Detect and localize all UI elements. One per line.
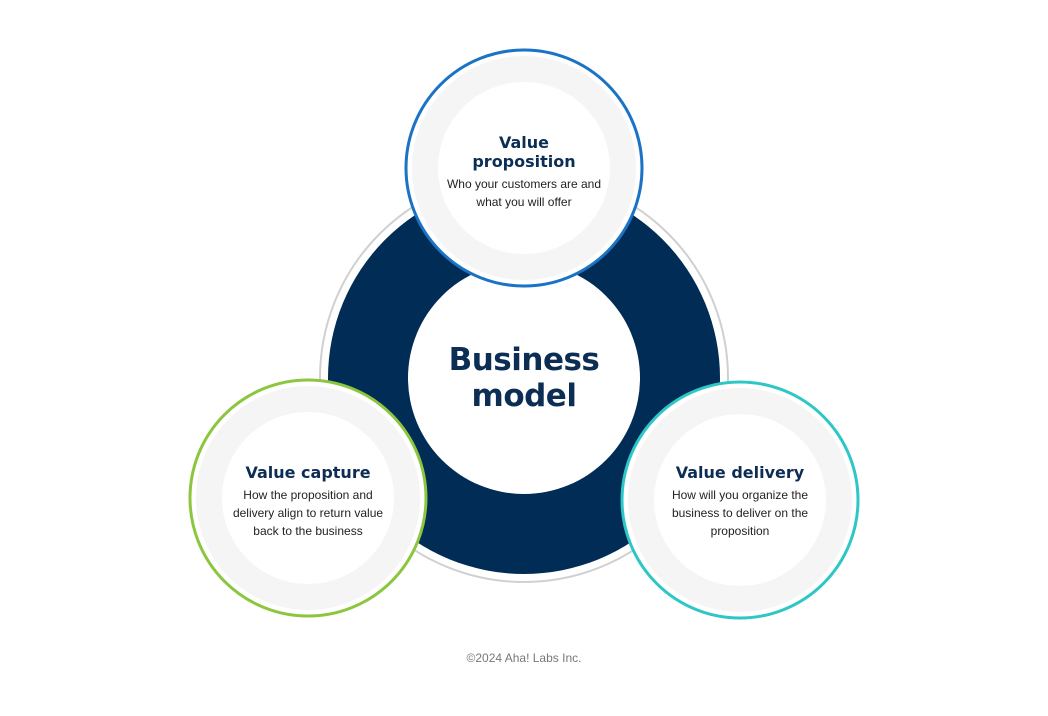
node-value-proposition-graphic xyxy=(404,48,644,288)
node-value-delivery: Value delivery How will you organize the… xyxy=(662,463,818,540)
delivery-inner xyxy=(654,414,826,586)
delivery-title: Value delivery xyxy=(675,463,805,482)
node-value-capture-graphic xyxy=(188,378,428,618)
node-value-proposition: Value proposition Who your customers are… xyxy=(446,133,602,211)
center-title: Business model xyxy=(448,342,600,414)
delivery-description: How will you organize the business to de… xyxy=(671,488,809,538)
proposition-description: Who your customers are and what you will… xyxy=(446,177,602,209)
capture-description: How the proposition and delivery align t… xyxy=(232,488,384,538)
capture-inner xyxy=(222,412,394,584)
node-value-capture: Value capture How the proposition and de… xyxy=(226,463,390,540)
proposition-inner xyxy=(438,82,610,254)
center-disc xyxy=(408,262,640,494)
capture-title: Value capture xyxy=(245,463,371,482)
node-value-delivery-graphic xyxy=(620,380,860,620)
copyright-text: ©2024 Aha! Labs Inc. xyxy=(466,651,582,665)
proposition-title: Value proposition xyxy=(472,133,576,171)
